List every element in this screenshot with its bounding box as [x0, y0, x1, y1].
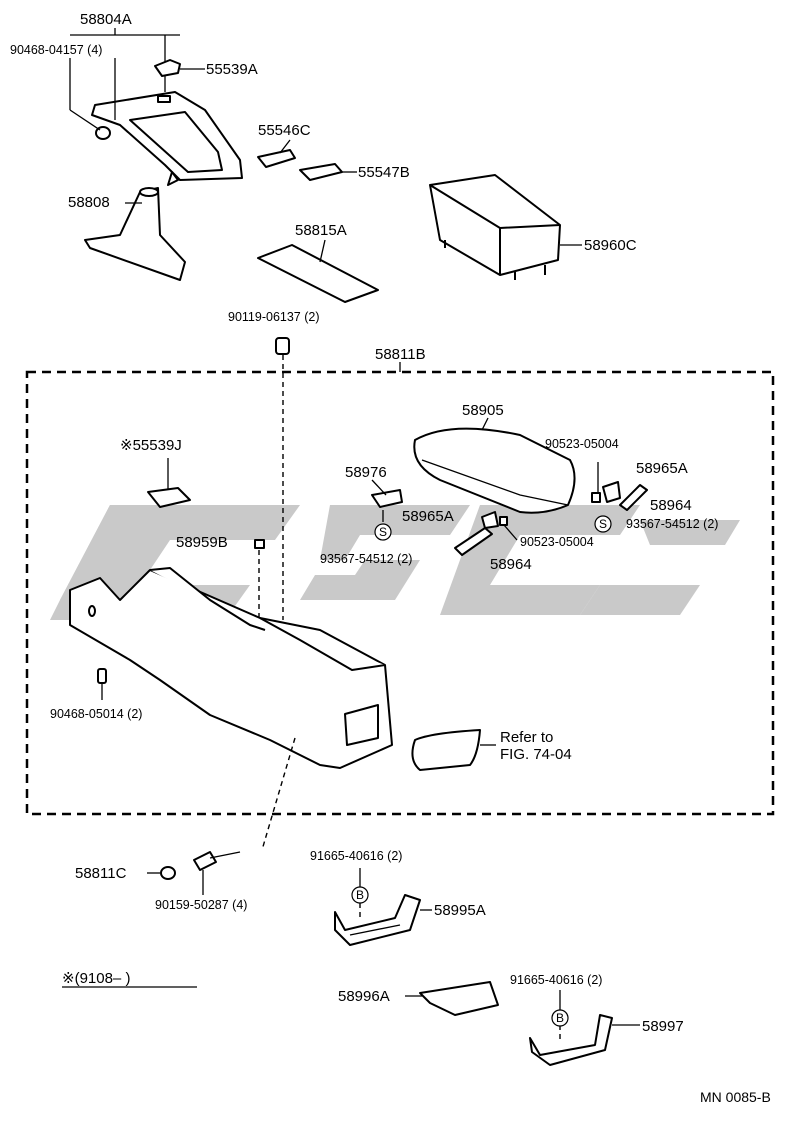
armrest-58905 [413, 427, 576, 514]
label-58995A: 58995A [434, 902, 486, 919]
label-58804A: 58804A [80, 11, 132, 28]
label-58815A: 58815A [295, 222, 347, 239]
label-93567-54512-b: 93567-54512 (2) [320, 552, 413, 566]
hinge-58964-right [619, 484, 648, 511]
marker-s-left [374, 523, 392, 541]
console-body-58811B [69, 567, 393, 769]
assembly-frame [25, 370, 775, 816]
label-55539A: 55539A [206, 61, 258, 78]
screw-90159-50287 [193, 851, 241, 871]
refer-text-2: FIG. 74-04 [500, 746, 572, 763]
clip-90468-05014 [97, 668, 107, 684]
clip-90119 [275, 337, 290, 355]
box-58960C [429, 174, 561, 280]
note-text: ※(9108– ) [62, 970, 131, 987]
label-90468-05014: 90468-05014 (2) [50, 707, 143, 721]
mat-58815A [257, 244, 379, 303]
label-58960C: 58960C [584, 237, 637, 254]
label-58965A-b: 58965A [402, 508, 454, 525]
label-58965A-a: 58965A [636, 460, 688, 477]
label-55546C: 55546C [258, 122, 311, 139]
label-55547B: 55547B [358, 164, 410, 181]
marker-s-right-text: S [599, 517, 607, 531]
label-90119-06137: 90119-06137 (2) [228, 310, 320, 324]
diagram-code: MN 0085-B [700, 1089, 771, 1105]
plate-55546C [257, 149, 296, 168]
label-90159-50287: 90159-50287 (4) [155, 898, 248, 912]
marker-b-top [351, 886, 369, 904]
label-91665-40616-b: 91665-40616 (2) [510, 973, 603, 987]
console-pad [411, 729, 481, 771]
marker-s-left-text: S [379, 525, 387, 539]
plate-55547B [299, 163, 343, 181]
clip-55539J [147, 487, 191, 508]
clip-58959B [254, 539, 265, 549]
hinge-58976 [371, 489, 403, 508]
label-58808: 58808 [68, 194, 110, 211]
marker-s-right [594, 515, 612, 533]
shift-boot-58808 [84, 187, 186, 281]
label-58905: 58905 [462, 402, 504, 419]
hinge-58965A-left [481, 511, 499, 529]
label-91665-40616-a: 91665-40616 (2) [310, 849, 403, 863]
label-90523-05004-a: 90523-05004 [545, 437, 619, 451]
label-55539J: ※55539J [120, 437, 182, 454]
label-90523-05004-b: 90523-05004 [520, 535, 594, 549]
bracket-58997 [529, 1014, 613, 1066]
shift-bezel-58804A [91, 91, 243, 186]
marker-b-bottom [551, 1009, 569, 1027]
label-58964-b: 58964 [490, 556, 532, 573]
label-58811B: 58811B [375, 346, 426, 363]
label-58996A: 58996A [338, 988, 390, 1005]
refer-text-1: Refer to [500, 729, 554, 746]
label-58959B: 58959B [176, 534, 228, 551]
plug-58811C [160, 866, 176, 880]
hinge-58965A-right [602, 481, 621, 503]
label-58976: 58976 [345, 464, 387, 481]
label-58997: 58997 [642, 1018, 684, 1035]
marker-b-bottom-text: B [556, 1011, 564, 1025]
hinge-58964-left [454, 527, 493, 556]
label-93567-54512-a: 93567-54512 (2) [626, 517, 719, 531]
label-58964-a: 58964 [650, 497, 692, 514]
cap-55539A [154, 59, 181, 77]
label-58811C: 58811C [75, 865, 127, 882]
label-90468-04157: 90468-04157 (4) [10, 43, 103, 57]
bracket-58995A [334, 894, 421, 946]
bracket-58996A [419, 981, 499, 1016]
marker-b-top-text: B [356, 888, 364, 902]
